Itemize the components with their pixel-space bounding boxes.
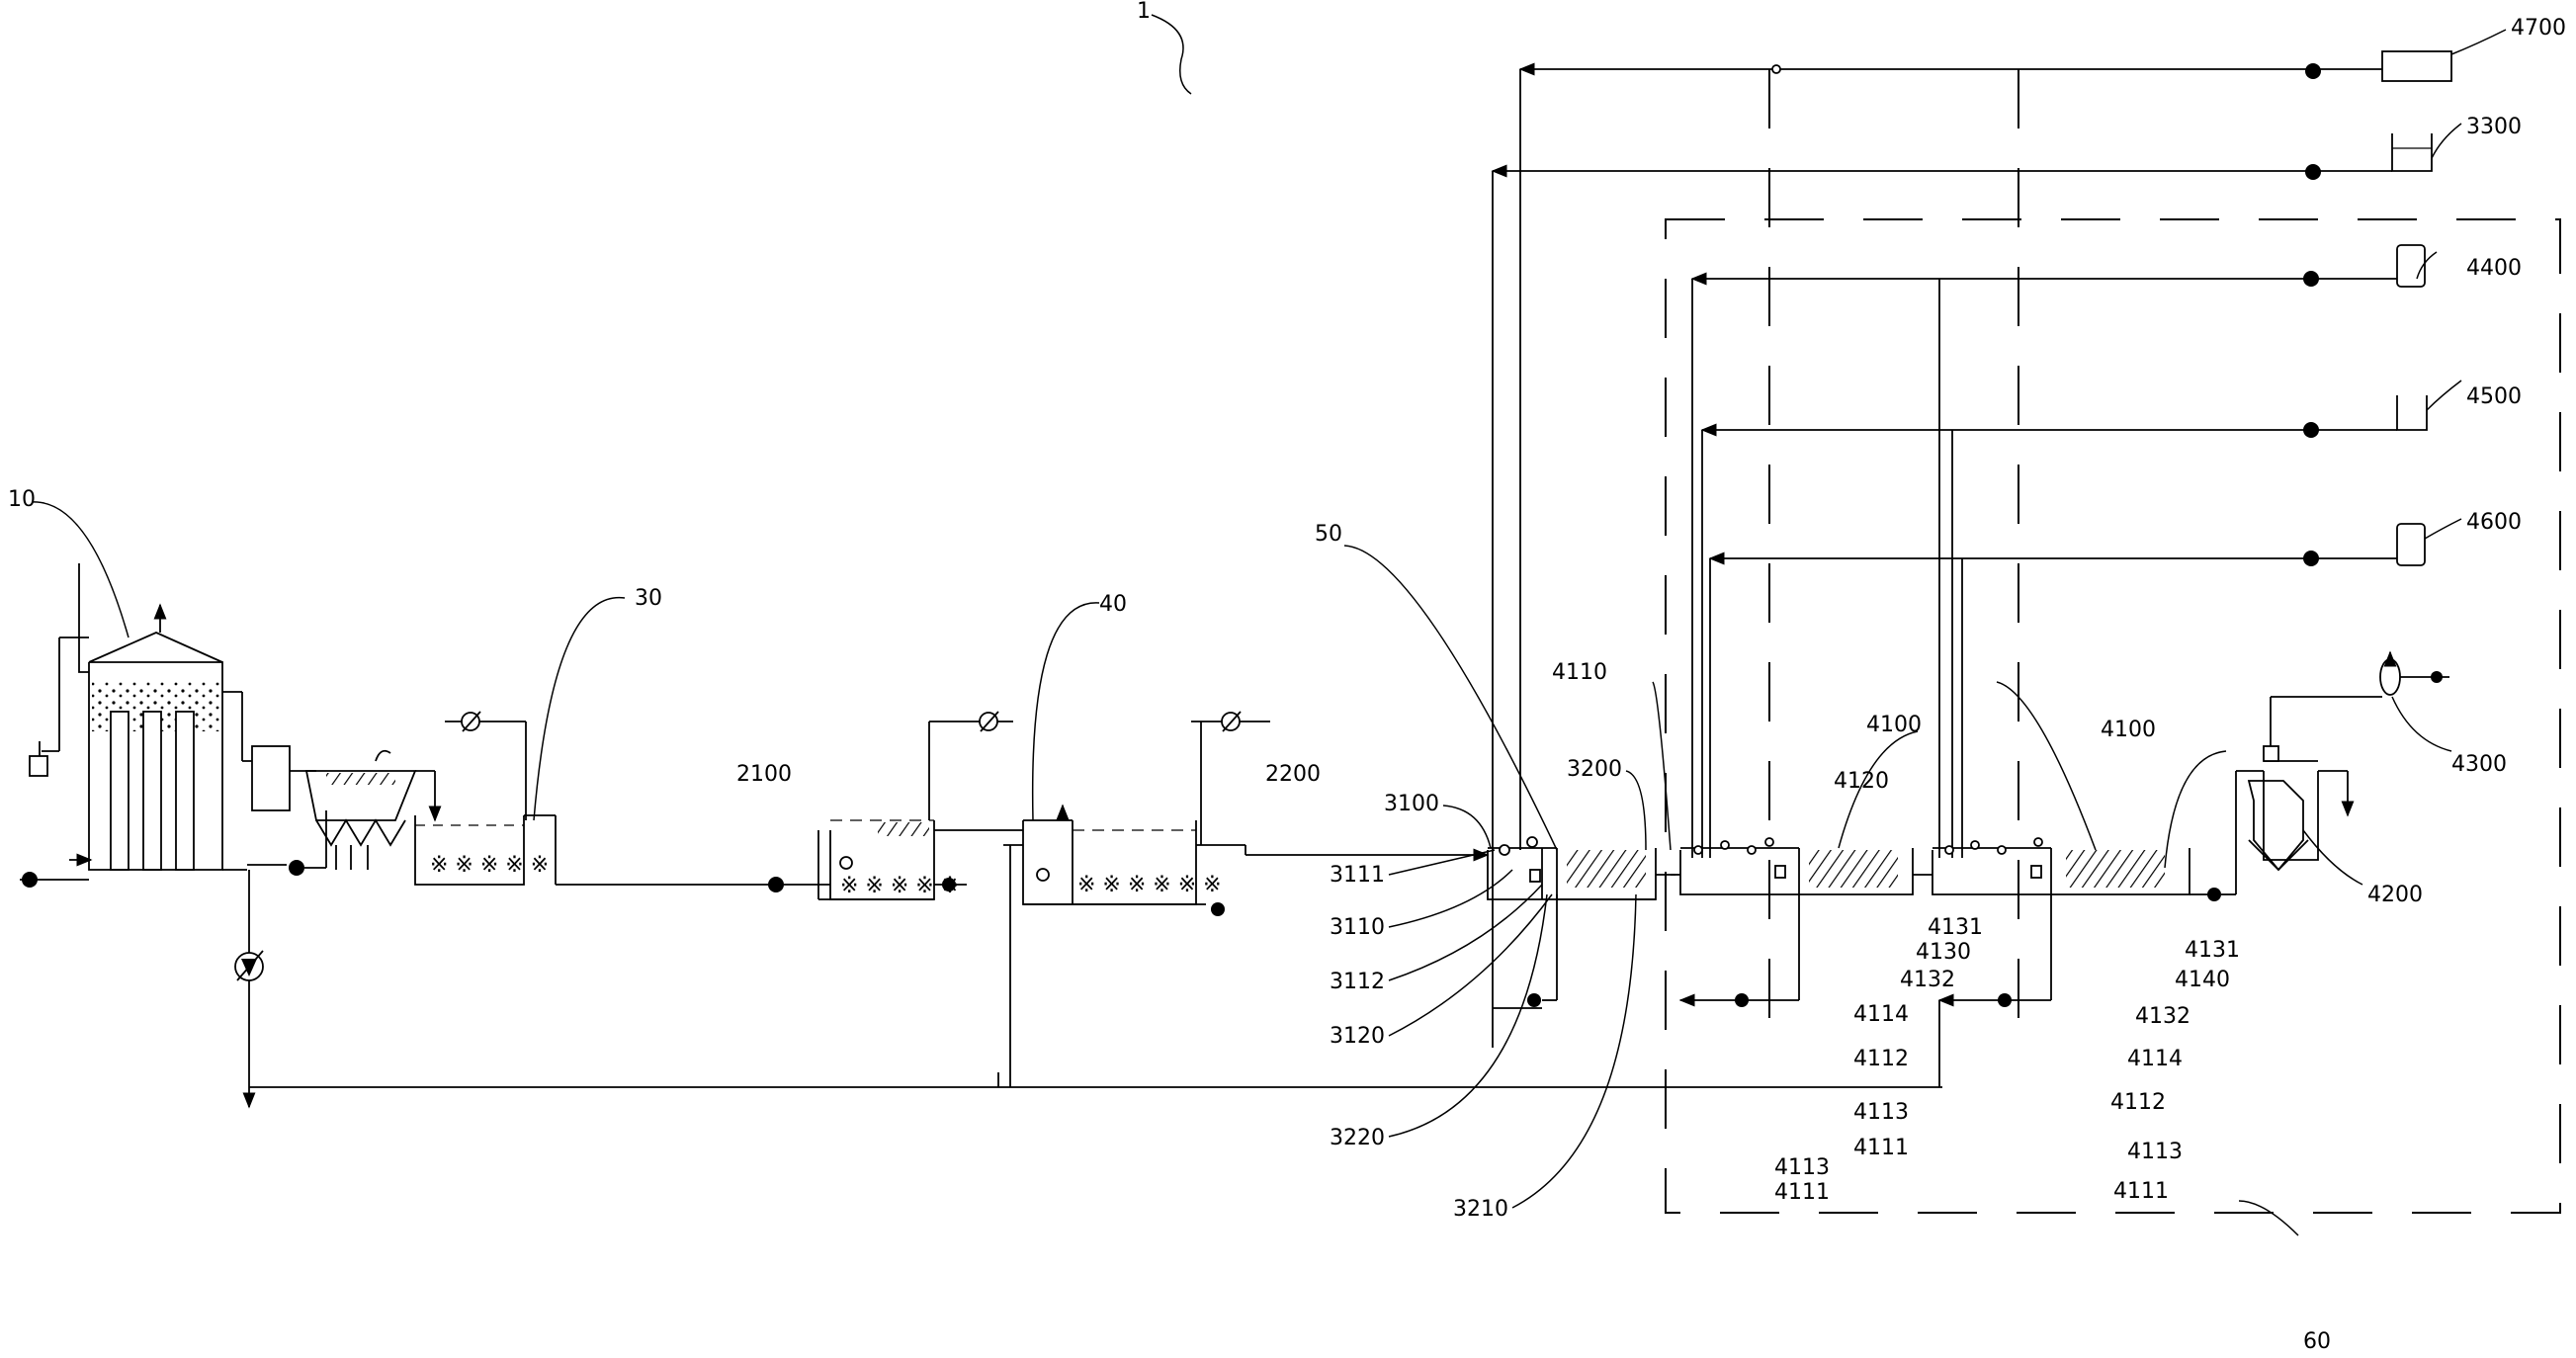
label-60: 60 [2303, 1329, 2331, 1354]
svg-text:※ ※ ※ ※ ※ ※: ※ ※ ※ ※ ※ ※ [1077, 873, 1222, 897]
label-4130: 4130 [1916, 940, 1971, 965]
label-4111b: 4111 [1774, 1180, 1830, 1205]
callout-labels: 1 10 30 40 50 60 2100 2200 3100 3111 311… [8, 0, 2566, 1354]
label-3210: 3210 [1453, 1197, 1508, 1222]
label-2200: 2200 [1265, 762, 1321, 787]
tank-2100: ※ ※ ※ ※ ※ [817, 711, 1023, 900]
label-4111c: 4111 [2113, 1179, 2169, 1204]
label-4200: 4200 [2367, 883, 2423, 907]
label-4120: 4120 [1834, 769, 1889, 794]
label-4300: 4300 [2451, 752, 2507, 777]
tank-30: ※ ※ ※ ※ ※ [414, 711, 830, 892]
label-4600: 4600 [2466, 510, 2522, 535]
unit-4120-4140 [1913, 837, 2236, 1087]
label-4110: 4110 [1552, 660, 1607, 685]
filter-4200-4300 [2235, 650, 2449, 894]
label-4700: 4700 [2511, 16, 2566, 41]
label-4114b: 4114 [2127, 1047, 2183, 1071]
label-50: 50 [1315, 522, 1342, 547]
leader-lines [31, 14, 2299, 1236]
tank-40-2200: ※ ※ ※ ※ ※ ※ [1003, 711, 1490, 1087]
label-4500: 4500 [2466, 384, 2522, 409]
label-3200: 3200 [1567, 757, 1622, 782]
pump-icon [234, 950, 264, 981]
label-2100: 2100 [736, 762, 792, 787]
dashed-control-links [1768, 69, 2019, 1048]
label-3300: 3300 [2466, 115, 2522, 139]
svg-text:※ ※ ※ ※ ※: ※ ※ ※ ※ ※ [430, 853, 549, 878]
dosing-line-4700 [1518, 50, 2452, 850]
return-line [249, 1072, 1942, 1088]
label-4111a: 4111 [1853, 1136, 1909, 1160]
small-leaders [1388, 29, 2507, 1209]
dosing-line-4600 [1708, 523, 2426, 858]
label-1: 1 [1137, 0, 1151, 24]
label-4112b: 4112 [2110, 1090, 2166, 1115]
tank-4700 [2381, 50, 2452, 82]
cyclone-and-filter [242, 745, 442, 876]
furnace-10 [20, 563, 256, 1109]
tank-4400 [2396, 244, 2426, 288]
label-3110: 3110 [1330, 915, 1385, 940]
label-4113a: 4113 [1853, 1100, 1909, 1125]
label-4112a: 4112 [1853, 1047, 1909, 1071]
dosing-line-3300 [1491, 133, 2433, 1048]
label-4113b: 4113 [1774, 1155, 1830, 1180]
tank-4600 [2396, 523, 2426, 566]
label-4100a: 4100 [1866, 713, 1922, 737]
label-3100: 3100 [1384, 792, 1439, 816]
label-3120: 3120 [1330, 1024, 1385, 1049]
label-4114a: 4114 [1853, 1002, 1909, 1027]
dosing-line-4500 [1700, 395, 2428, 858]
label-4131a: 4131 [1928, 915, 1983, 940]
label-30: 30 [635, 586, 662, 611]
dosing-line-4400 [1690, 244, 2426, 858]
unit-4110-4130 [1671, 837, 1914, 1007]
label-4113c: 4113 [2127, 1140, 2183, 1164]
label-3112: 3112 [1330, 970, 1385, 994]
tank-3300 [2391, 133, 2433, 172]
label-3220: 3220 [1330, 1126, 1385, 1150]
unit-3100-3200 [1487, 836, 1675, 1009]
label-10: 10 [8, 487, 36, 512]
label-3111: 3111 [1330, 863, 1385, 888]
tank-4500 [2396, 395, 2428, 431]
label-4400: 4400 [2466, 256, 2522, 281]
label-4131b: 4131 [2185, 938, 2240, 963]
label-40: 40 [1099, 592, 1127, 617]
label-4100b: 4100 [2101, 718, 2156, 742]
label-4140: 4140 [2175, 968, 2230, 992]
label-4132b: 4132 [2135, 1004, 2190, 1029]
region-60-boundary [1665, 218, 2561, 1214]
svg-text:※ ※ ※ ※ ※: ※ ※ ※ ※ ※ [840, 874, 959, 898]
label-4132a: 4132 [1900, 968, 1955, 992]
